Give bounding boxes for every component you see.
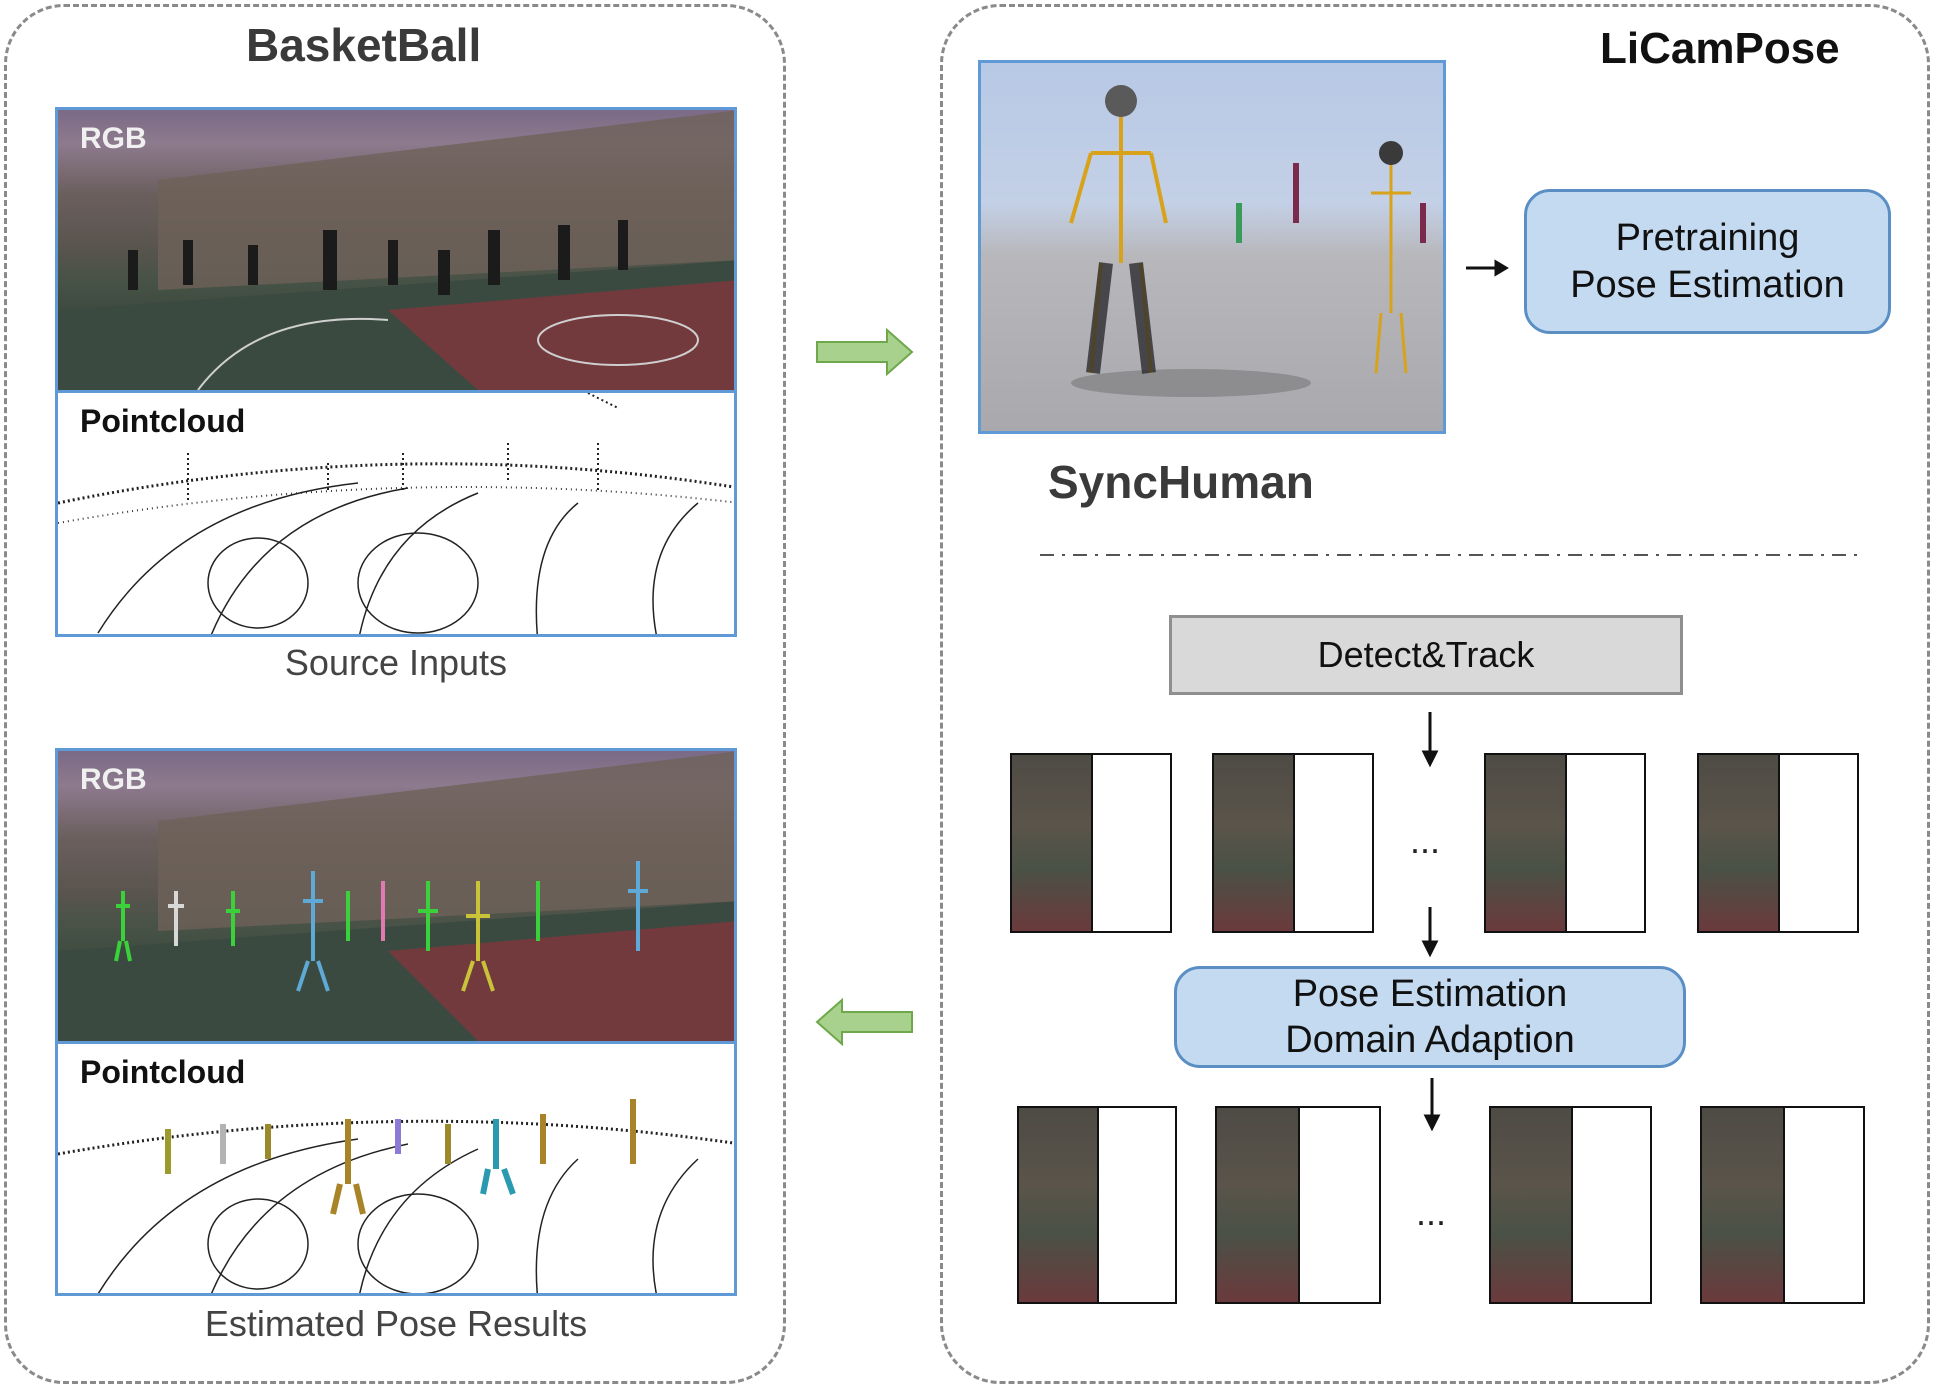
result-thumbnail [1215, 1106, 1381, 1304]
result-thumbnail [1017, 1106, 1177, 1304]
source-rgb-image: RGB [58, 110, 734, 390]
ellipsis-top: ... [1410, 820, 1441, 861]
arrow-down-icon [1421, 712, 1441, 1132]
domain-adaption-line-2: Domain Adaption [1285, 1019, 1575, 1061]
green-arrow-right-icon [816, 327, 914, 377]
detect-track-box: Detect&Track [1169, 615, 1683, 695]
result-rgb-image: RGB [58, 751, 734, 1041]
licampose-panel [940, 4, 1930, 1384]
arrow-right-icon [1466, 259, 1509, 277]
result-pointcloud-scene [58, 1099, 734, 1293]
ellipsis-bottom: ... [1416, 1192, 1447, 1233]
green-arrow-left-icon [815, 997, 913, 1047]
result-pointcloud-image: Pointcloud [58, 1041, 734, 1293]
domain-adaption-box: Pose Estimation Domain Adaption [1174, 966, 1686, 1068]
synchuman-scene [978, 60, 1446, 434]
source-inputs-caption: Source Inputs [284, 642, 508, 683]
source-pointcloud-image: Pointcloud [58, 390, 734, 634]
detected-thumbnail [1010, 753, 1172, 933]
synchuman-caption: SyncHuman [1048, 456, 1314, 508]
source-pointcloud-scene [58, 393, 734, 634]
result-pointcloud-label: Pointcloud [80, 1054, 246, 1090]
synchuman-figures [1069, 85, 1426, 397]
pretraining-line-2: Pose Estimation [1570, 263, 1845, 306]
estimated-results-caption: Estimated Pose Results [204, 1303, 588, 1344]
domain-adaption-line-1: Pose Estimation [1292, 972, 1568, 1015]
result-thumbnail [1489, 1106, 1652, 1304]
detected-thumbnail [1484, 753, 1646, 933]
detected-thumbnail [1697, 753, 1859, 933]
result-thumbnail [1700, 1106, 1865, 1304]
result-rgb-label: RGB [80, 763, 147, 796]
source-pointcloud-label: Pointcloud [80, 403, 246, 439]
estimated-results-frame: RGB Pointcloud [55, 748, 737, 1296]
detected-thumbnail [1212, 753, 1374, 933]
basketball-title: BasketBall [246, 19, 482, 71]
basketball-panel [4, 4, 786, 1384]
source-inputs-frame: RGB Pointcloud [55, 107, 737, 637]
result-rgb-scene [58, 751, 734, 1041]
pretraining-line-1: Pretraining [1615, 217, 1800, 260]
licampose-title: LiCamPose [1600, 24, 1840, 73]
source-rgb-label: RGB [80, 122, 147, 155]
pretraining-box: Pretraining Pose Estimation [1524, 189, 1891, 334]
source-rgb-scene [58, 110, 734, 390]
